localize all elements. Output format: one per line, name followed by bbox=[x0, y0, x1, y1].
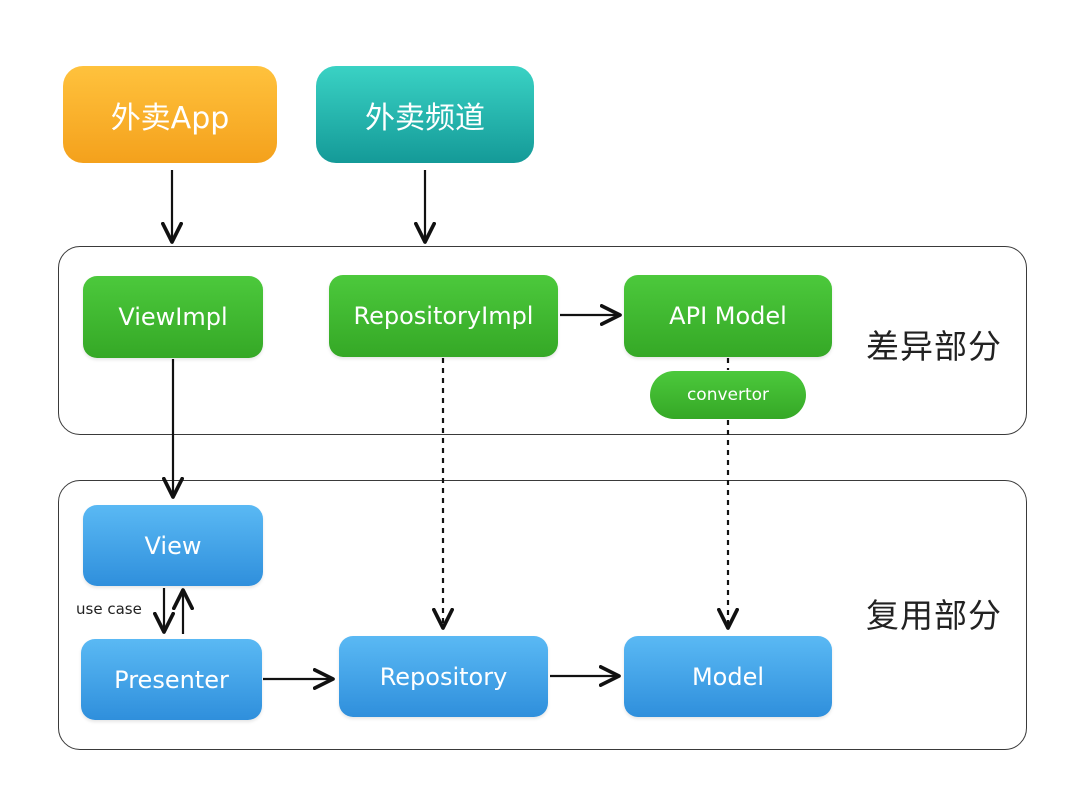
view-label: View bbox=[144, 531, 202, 560]
viewimpl-label: ViewImpl bbox=[118, 303, 228, 331]
source-channel-node: 外卖频道 bbox=[316, 66, 534, 163]
diff-group-label: 差异部分 bbox=[866, 327, 1002, 366]
repository-label: Repository bbox=[379, 662, 508, 691]
source-app-label: 外卖App bbox=[110, 100, 230, 136]
presenter-node: Presenter bbox=[81, 639, 262, 720]
use-case-label: use case bbox=[76, 600, 142, 618]
repositoryimpl-node: RepositoryImpl bbox=[329, 275, 558, 357]
viewimpl-node: ViewImpl bbox=[83, 276, 263, 358]
presenter-label: Presenter bbox=[114, 665, 229, 694]
convertor-label: convertor bbox=[686, 385, 770, 405]
reuse-group-label: 复用部分 bbox=[866, 596, 1002, 635]
source-channel-label: 外卖频道 bbox=[365, 100, 485, 136]
source-app-node: 外卖App bbox=[63, 66, 277, 163]
repositoryimpl-label: RepositoryImpl bbox=[353, 302, 534, 330]
model-label: Model bbox=[691, 662, 765, 691]
apimodel-label: API Model bbox=[669, 302, 787, 330]
view-node: View bbox=[83, 505, 263, 586]
convertor-node: convertor bbox=[650, 371, 806, 419]
model-node: Model bbox=[624, 636, 832, 717]
repository-node: Repository bbox=[339, 636, 548, 717]
apimodel-node: API Model bbox=[624, 275, 832, 357]
